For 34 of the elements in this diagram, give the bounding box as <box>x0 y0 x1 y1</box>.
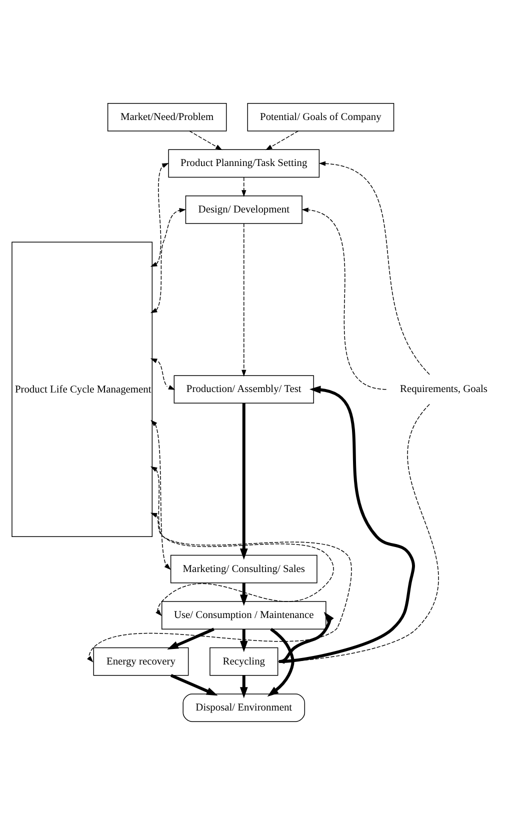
arrow <box>239 403 248 560</box>
arrow <box>166 628 214 650</box>
node-box: Disposal/ Environment <box>182 694 305 722</box>
arrow <box>264 130 298 150</box>
arrow <box>239 629 248 652</box>
node-box: Product Life Cycle Management <box>11 242 152 538</box>
node-box: Market/Need/Problem <box>106 103 226 132</box>
arrow <box>150 420 170 570</box>
arrow <box>278 612 334 664</box>
arrow <box>241 177 246 197</box>
node-box: Use/ Consumption / Maintenance <box>160 601 326 630</box>
arrow <box>301 208 386 390</box>
arrow <box>150 163 168 267</box>
arrow <box>241 223 246 377</box>
node-box: Production/ Assembly/ Test <box>173 375 314 404</box>
node-box: Potential/ Goals of Company <box>246 103 394 132</box>
node-box: Recycling <box>209 647 278 676</box>
arrow <box>239 583 248 606</box>
arrow <box>170 674 218 696</box>
arrow <box>277 404 438 664</box>
node-text: Requirements, Goals <box>400 384 487 396</box>
arrow <box>86 512 352 662</box>
node-box: Marketing/ Consulting/ Sales <box>170 554 317 584</box>
arrow <box>150 208 186 314</box>
arrow <box>239 675 248 698</box>
node-box: Energy recovery <box>92 647 188 676</box>
node-box: Product Planning/Task Setting <box>168 149 320 178</box>
arrow <box>278 386 414 664</box>
arrow <box>318 161 430 375</box>
arrow <box>188 130 222 150</box>
arrow <box>266 628 294 697</box>
node-box: Design/ Development <box>184 196 302 224</box>
arrow <box>150 466 334 616</box>
arrow <box>150 358 175 390</box>
